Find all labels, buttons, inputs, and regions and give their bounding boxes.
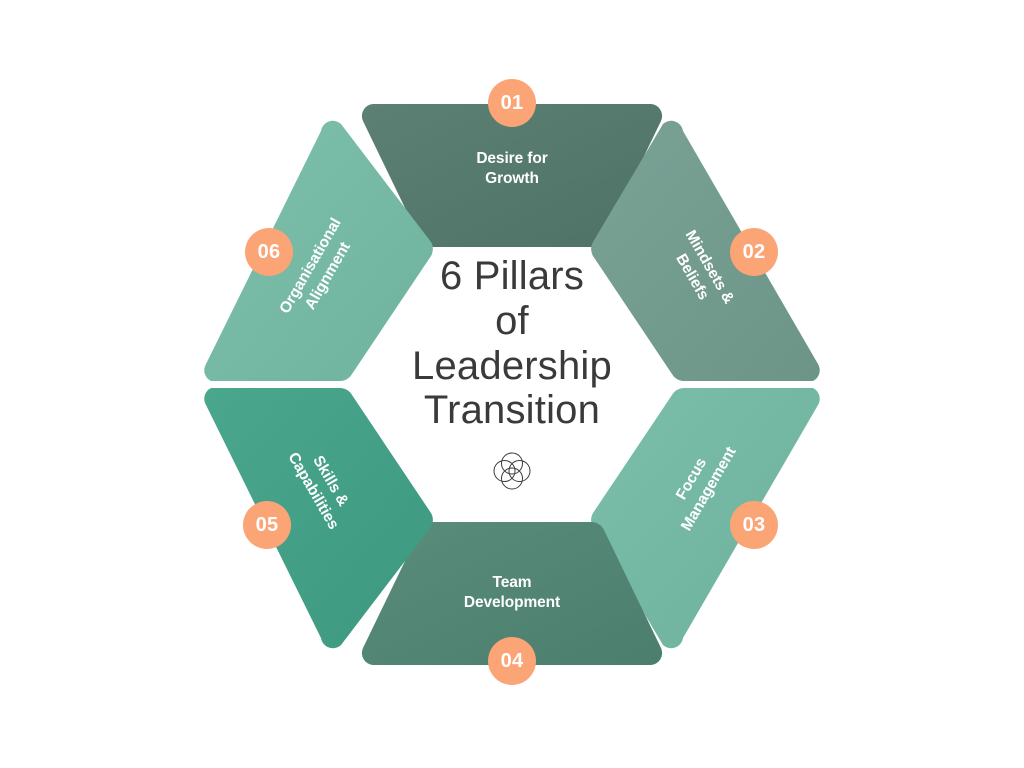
segment-badge-05[interactable]: 05 bbox=[243, 501, 291, 549]
segment-badge-04[interactable]: 04 bbox=[488, 637, 536, 685]
segment-badge-02[interactable]: 02 bbox=[730, 228, 778, 276]
segment-badge-03[interactable]: 03 bbox=[730, 501, 778, 549]
segment-shape-01[interactable] bbox=[361, 104, 663, 248]
segment-shape-02[interactable] bbox=[591, 120, 820, 381]
segment-shape-03[interactable] bbox=[591, 388, 820, 649]
segment-shape-05[interactable] bbox=[204, 388, 433, 649]
segment-badge-06[interactable]: 06 bbox=[245, 228, 293, 276]
segment-shape-04[interactable] bbox=[361, 521, 663, 665]
segment-badge-01[interactable]: 01 bbox=[488, 79, 536, 127]
segment-shape-06[interactable] bbox=[204, 120, 433, 381]
